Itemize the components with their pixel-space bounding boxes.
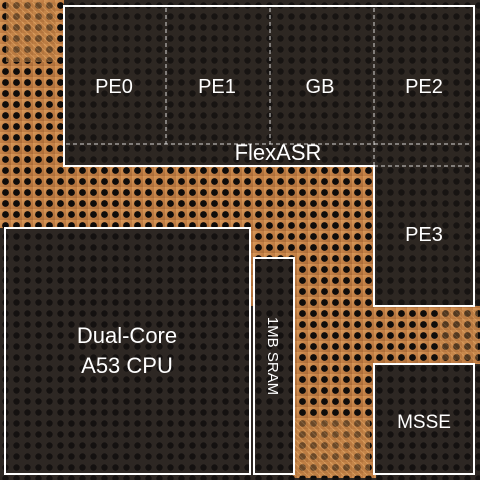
cpu-block [4,227,251,475]
label-msse: MSSE [397,412,451,433]
sram-block [253,257,295,475]
msse-block [373,363,475,475]
flexasr-block [63,5,475,307]
label-pe0: PE0 [95,76,133,98]
label-cpu-line1: Dual-Core [77,323,177,348]
label-cpu-line2: A53 CPU [81,353,173,378]
label-pe3: PE3 [405,224,443,246]
label-sram: 1MB SRAM [264,317,281,395]
label-gb: GB [306,76,335,98]
label-flexasr: FlexASR [235,140,322,165]
label-pe2: PE2 [405,76,443,98]
label-pe1: PE1 [198,76,236,98]
